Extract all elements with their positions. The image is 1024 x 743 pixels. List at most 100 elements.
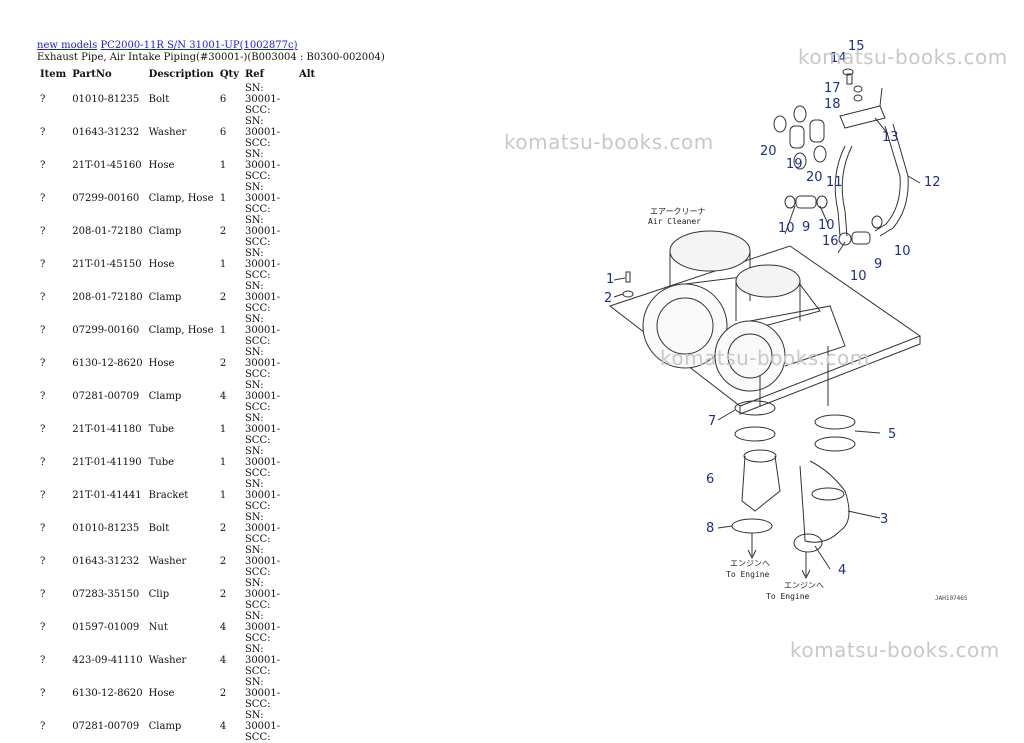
cell-partno: 6130-12-8620 xyxy=(72,688,143,699)
cell-qty: 6 xyxy=(219,94,227,105)
to-engine-label-en-right: To Engine xyxy=(766,592,810,601)
column-header-partno: PartNo xyxy=(72,68,112,80)
callout-1: 1 xyxy=(606,272,614,287)
to-engine-label-en-left: To Engine xyxy=(726,570,770,579)
cell-description: Nut xyxy=(148,622,168,633)
ref-scc: SCC: xyxy=(244,171,271,182)
ref-scc: SCC: xyxy=(244,402,271,413)
ref-scc: SCC: xyxy=(244,204,271,215)
ref-sn: SN: 30001- xyxy=(244,677,281,699)
column-header-ref: Ref xyxy=(244,68,264,80)
cell-ref: SN: 30001-SCC: xyxy=(242,413,296,446)
cell-qty: 1 xyxy=(219,259,227,270)
cell-description: Washer xyxy=(148,556,187,567)
callout-10c: 10 xyxy=(850,269,867,284)
cell-alt xyxy=(296,611,318,644)
callout-9: 9 xyxy=(802,220,810,235)
ref-sn: SN: 30001- xyxy=(244,545,281,567)
ref-scc: SCC: xyxy=(244,303,271,314)
callout-18: 18 xyxy=(824,97,841,112)
column-header-description: Description xyxy=(148,68,214,80)
callout-12: 12 xyxy=(924,175,941,190)
cell-description: Hose xyxy=(148,160,175,171)
cell-item: ? xyxy=(40,259,46,270)
ref-sn: SN: 30001- xyxy=(244,710,281,732)
cell-alt xyxy=(296,479,318,512)
cell-qty: 4 xyxy=(219,721,227,732)
cell-description: Clamp, Hose xyxy=(148,325,214,336)
ref-sn: SN: 30001- xyxy=(244,116,281,138)
cell-item: ? xyxy=(40,325,46,336)
breadcrumb: new models PC2000-11R S/N 31001-UP(10028… xyxy=(37,40,298,51)
cell-item: ? xyxy=(40,391,46,402)
callout-10: 10 xyxy=(778,221,795,236)
ref-sn: SN: 30001- xyxy=(244,644,281,666)
cell-description: Clamp xyxy=(148,721,182,732)
cell-ref: SN: 30001-SCC: xyxy=(242,215,296,248)
callout-20b: 20 xyxy=(806,170,823,185)
cell-ref: SN: 30001-SCC: xyxy=(242,314,296,347)
cell-ref: SN: 30001-SCC: xyxy=(242,677,296,710)
cell-alt xyxy=(296,314,318,347)
cell-qty: 1 xyxy=(219,160,227,171)
breadcrumb-link-new-models[interactable]: new models xyxy=(37,40,98,51)
cell-description: Hose xyxy=(148,688,175,699)
callout-2: 2 xyxy=(604,291,612,306)
cell-alt xyxy=(296,149,318,182)
cell-partno: 01643-31232 xyxy=(72,127,140,138)
cell-partno: 208-01-72180 xyxy=(72,226,143,237)
ref-scc: SCC: xyxy=(244,666,271,677)
cell-partno: 21T-01-41190 xyxy=(72,457,142,468)
cell-partno: 07299-00160 xyxy=(72,193,140,204)
cell-qty: 4 xyxy=(219,391,227,402)
cell-qty: 2 xyxy=(219,589,227,600)
air-cleaner-label-en: Air Cleaner xyxy=(648,217,701,226)
callout-10b: 10 xyxy=(818,218,835,233)
cell-ref: SN: 30001-SCC: xyxy=(242,545,296,578)
cell-qty: 2 xyxy=(219,292,227,303)
cell-ref: SN: 30001-SCC: xyxy=(242,281,296,314)
cell-description: Bracket xyxy=(148,490,189,501)
ref-sn: SN: 30001- xyxy=(244,380,281,402)
column-header-qty: Qty xyxy=(219,68,239,80)
cell-description: Clamp xyxy=(148,292,182,303)
cell-qty: 1 xyxy=(219,457,227,468)
cell-item: ? xyxy=(40,622,46,633)
callout-3: 3 xyxy=(880,512,888,527)
cell-alt xyxy=(296,446,318,479)
cell-ref: SN: 30001-SCC: xyxy=(242,149,296,182)
cell-partno: 07281-00709 xyxy=(72,391,140,402)
callout-13: 13 xyxy=(882,130,899,145)
callout-5: 5 xyxy=(888,427,896,442)
watermark: komatsu-books.com xyxy=(660,346,870,370)
cell-partno: 01643-31232 xyxy=(72,556,140,567)
ref-scc: SCC: xyxy=(244,468,271,479)
drawing-code: JAH10746S xyxy=(935,595,968,602)
breadcrumb-link-model[interactable]: PC2000-11R S/N 31001-UP(1002877c) xyxy=(100,40,298,51)
cell-partno: 01010-81235 xyxy=(72,523,140,534)
cell-partno: 21T-01-45150 xyxy=(72,259,142,270)
cell-ref: SN: 30001-SCC: xyxy=(242,644,296,677)
air-cleaner-label-jp: エアークリーナ xyxy=(650,207,706,216)
cell-qty: 2 xyxy=(219,556,227,567)
cell-partno: 01597-01009 xyxy=(72,622,140,633)
cell-item: ? xyxy=(40,424,46,435)
cell-alt xyxy=(296,182,318,215)
ref-scc: SCC: xyxy=(244,237,271,248)
cell-qty: 1 xyxy=(219,424,227,435)
ref-sn: SN: 30001- xyxy=(244,281,281,303)
column-header-alt: Alt xyxy=(298,68,316,80)
cell-description: Clamp, Hose xyxy=(148,193,214,204)
cell-qty: 1 xyxy=(219,325,227,336)
parts-diagram: 1 2 3 4 5 6 7 8 9 9 10 10 10 10 11 12 13… xyxy=(604,39,968,602)
cell-ref: SN: 30001-SCC: xyxy=(242,446,296,479)
